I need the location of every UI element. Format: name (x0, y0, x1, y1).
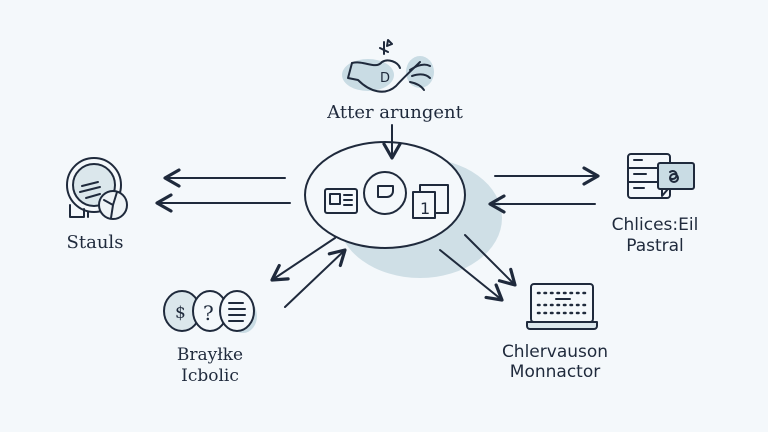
hand-d-icon: D (342, 39, 434, 93)
bottom-right-label-line1: Chlervauson (501, 342, 609, 362)
question-glyph: ? (203, 301, 214, 325)
arrow-to-bottom-right-1 (464, 234, 517, 287)
laptop-icon (526, 283, 598, 330)
doc-number: 1 (420, 199, 430, 218)
right-label-line1: Chlices:Eil (611, 215, 699, 235)
svg-text:D: D (380, 71, 390, 86)
chat-document-icon (627, 153, 695, 199)
bottom-left-label-line1: Brayłke (176, 345, 244, 365)
plate-icon (66, 157, 128, 220)
arrow-to-bottom-right-2 (439, 249, 504, 302)
bottom-right-label-line2: Monnactor (509, 362, 601, 382)
right-label-line2: Pastral (626, 236, 684, 256)
dollar-glyph: $ (175, 303, 186, 323)
left-label: Stauls (66, 232, 124, 253)
arrow-to-bottom-left-1 (270, 237, 336, 282)
money-question-icon: $ ? (163, 290, 257, 333)
bottom-left-label-line2: Icbolic (181, 366, 239, 386)
hub-icon: 1 (304, 141, 502, 278)
top-label: Atter arungent (327, 102, 463, 123)
arrow-from-bottom-left (284, 248, 347, 308)
